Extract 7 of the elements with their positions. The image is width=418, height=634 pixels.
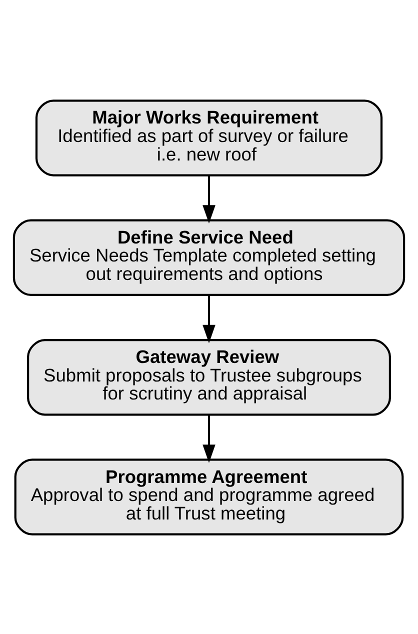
arrow [202, 414, 216, 462]
arrow [202, 294, 216, 343]
node-box: Programme Agreement Approval to spend and programme agreed at full Trust meeting [14, 458, 404, 535]
arrow [202, 175, 216, 224]
node-box: Define Service Need Service Needs Template completed setting out requirements and options [12, 218, 406, 296]
node-box: Major Works Requirement Identified as part of survey or failure i.e. new roof [35, 99, 383, 176]
node-box: Gateway Review Submit proposals to Trustee subgroups for scrutiny and appraisal [27, 338, 391, 416]
